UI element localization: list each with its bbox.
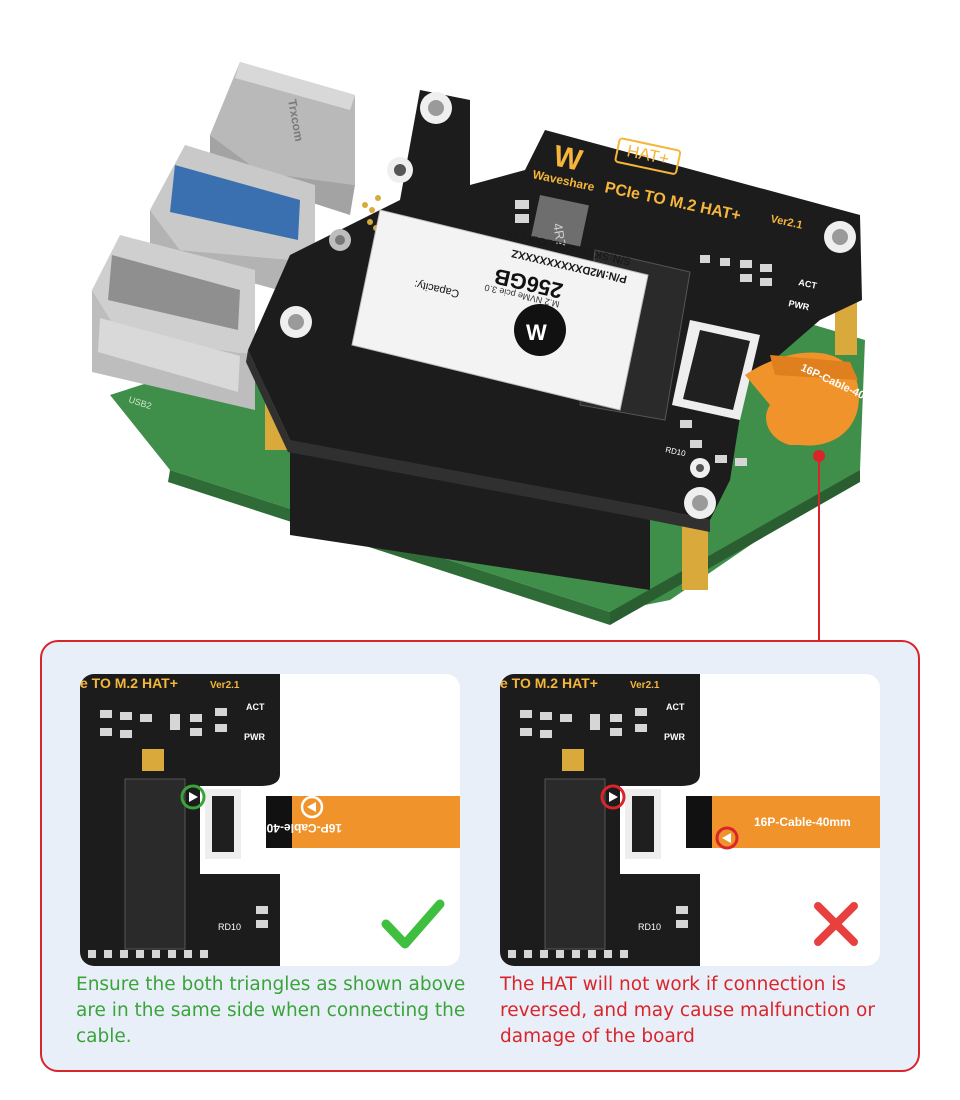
silk-rd10: RD10	[665, 445, 687, 458]
wrong-board-marker	[600, 784, 626, 810]
wrong-cable-label: 16P-Cable-40mm	[754, 815, 851, 829]
correct-cable-marker	[300, 795, 324, 819]
correct-connection-caption: Ensure the both triangles as shown above…	[76, 974, 466, 1047]
wrong-cable-triangle-icon	[722, 833, 731, 843]
wrong-act-label: ACT	[666, 702, 685, 712]
wrong-silk: RD10	[638, 922, 661, 932]
correct-example-diagram: e TO M.2 HAT+ Ver2.1 ACT PWR RD10	[80, 674, 460, 966]
correct-cable-triangle-icon	[307, 802, 316, 812]
pwr-label: PWR	[788, 298, 811, 312]
usb2-ports	[92, 235, 255, 410]
inductor-label: 4R7	[550, 222, 569, 248]
wrong-orientation-example: e TO M.2 HAT+ Ver2.1 ACT PWR RD10	[500, 674, 880, 966]
correct-act-label: ACT	[246, 702, 265, 712]
correct-board-version: Ver2.1	[210, 680, 240, 691]
callout-line	[818, 452, 820, 642]
correct-board-title: e TO M.2 HAT+	[80, 675, 178, 691]
usb3-ports	[150, 145, 315, 300]
ssd-logo	[514, 304, 566, 356]
correct-pwr-label: PWR	[244, 732, 265, 742]
svg-text:W: W	[526, 320, 547, 345]
product-illustration: USB2 Trxcom	[92, 62, 865, 625]
wrong-connection-caption: The HAT will not work if connection is r…	[500, 974, 875, 1047]
wrong-cable-marker	[715, 826, 739, 850]
connection-guide-panel: e TO M.2 HAT+ Ver2.1 ACT PWR RD10	[40, 640, 920, 1072]
act-label: ACT	[798, 277, 819, 291]
wrong-example-diagram: e TO M.2 HAT+ Ver2.1 ACT PWR RD10	[500, 674, 880, 966]
correct-orientation-example: e TO M.2 HAT+ Ver2.1 ACT PWR RD10	[80, 674, 460, 966]
correct-board-marker	[180, 784, 206, 810]
correct-cable-label: 16P-Cable-40mm	[245, 821, 342, 835]
wrong-board-title: e TO M.2 HAT+	[500, 675, 598, 691]
correct-silk: RD10	[218, 922, 241, 932]
nvme-ssd: S/N:SK2404XXXXXXXXX P/N:M2DXXXXXXXXXZ 25…	[351, 209, 649, 411]
callout-dot	[813, 450, 825, 462]
ethernet-port: Trxcom	[210, 62, 355, 215]
wrong-pwr-label: PWR	[664, 732, 685, 742]
correct-board-triangle-icon	[189, 792, 198, 802]
cross-icon	[814, 902, 858, 946]
wrong-board-version: Ver2.1	[630, 680, 660, 691]
checkmark-icon	[381, 899, 445, 949]
wrong-board-triangle-icon	[609, 792, 618, 802]
